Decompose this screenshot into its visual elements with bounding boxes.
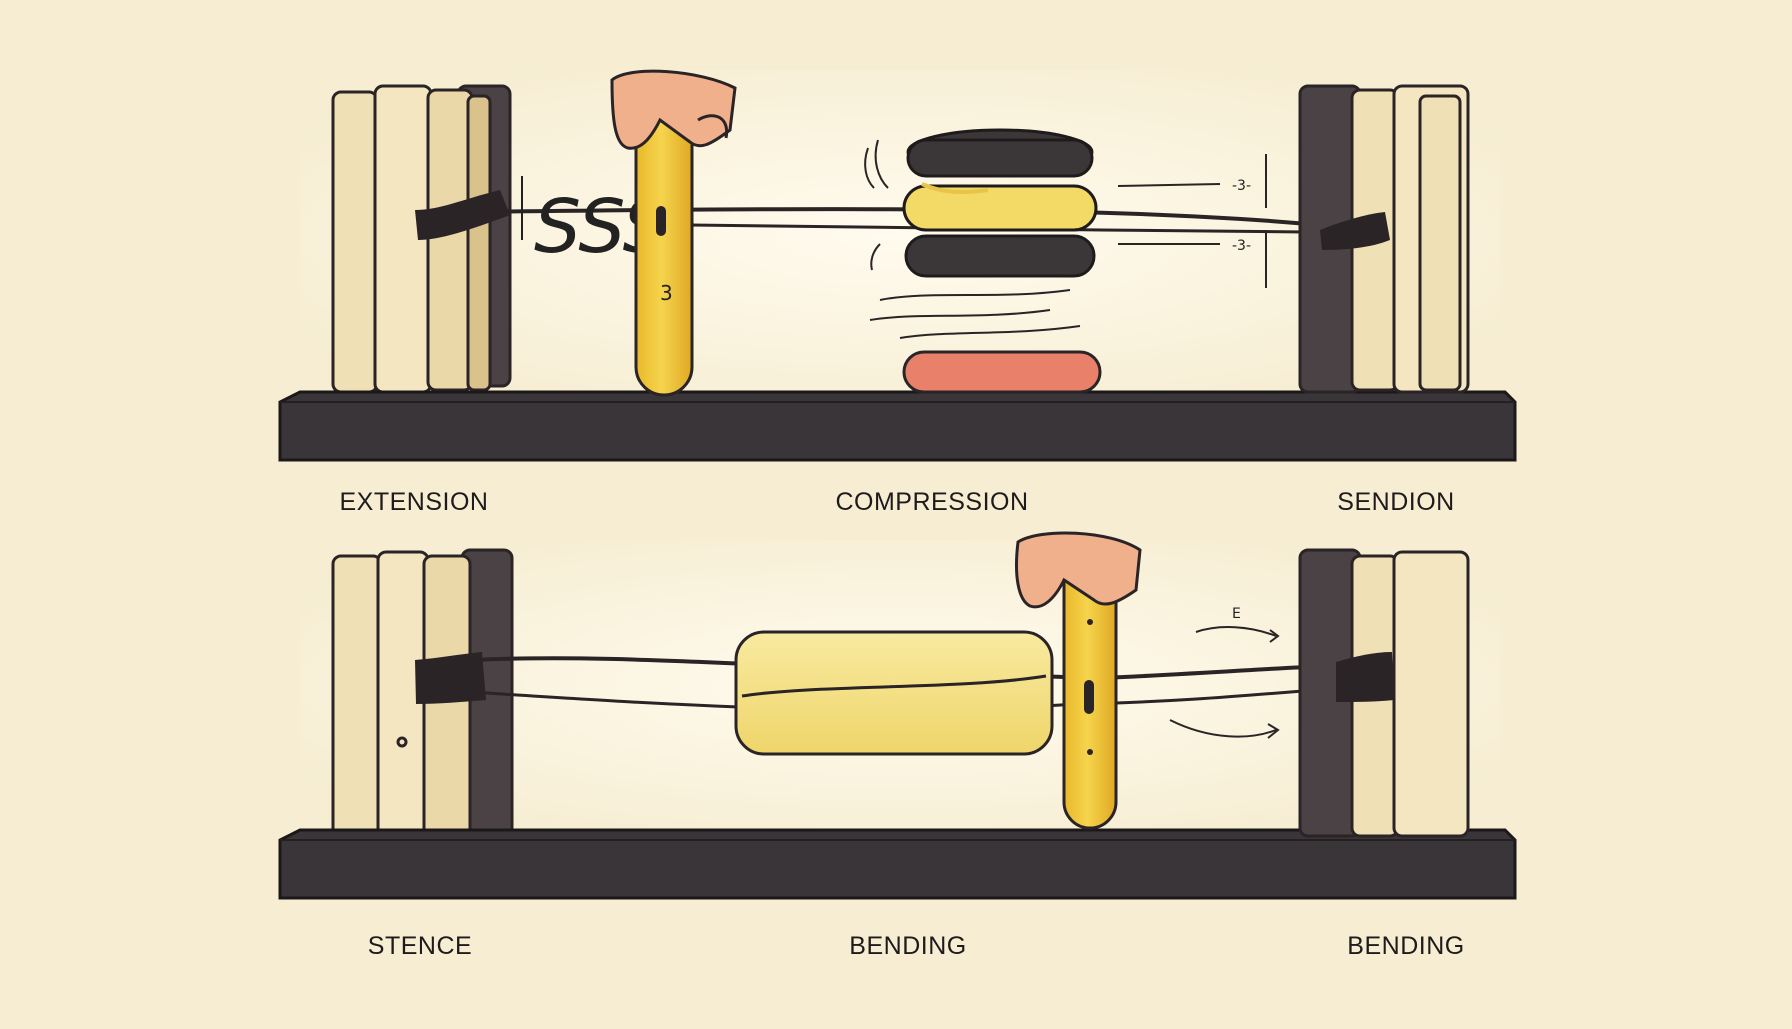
hand-top — [610, 69, 737, 150]
arrow-text-1: -3- — [1232, 178, 1251, 194]
hand-bottom — [1015, 531, 1142, 609]
handle-number: 3 — [660, 281, 673, 305]
left-strap — [415, 190, 510, 240]
right-strap — [1320, 212, 1390, 250]
label-bending-middle: BENDING — [849, 932, 967, 960]
label-extension: EXTENSION — [339, 488, 489, 516]
sponge-block — [734, 630, 1054, 756]
arrow-text-2: -3- — [1232, 238, 1251, 254]
label-compression: COMPRESSION — [835, 488, 1029, 516]
right-strap-2 — [1336, 652, 1394, 702]
label-bending-right: BENDING — [1347, 932, 1465, 960]
compression-stack — [902, 128, 1098, 278]
right-arrows-top — [1117, 154, 1267, 288]
right-arrows-bottom — [1169, 626, 1280, 739]
arrow-text-3: E — [1232, 606, 1241, 622]
yellow-handle-top: 3 — [634, 108, 694, 397]
motion-lines — [864, 139, 1081, 339]
base-board-top — [278, 390, 1517, 462]
panel-bottom: E — [278, 531, 1517, 900]
yellow-handle-bottom — [1062, 554, 1118, 830]
right-wood-block-2 — [1298, 548, 1470, 838]
red-disc — [902, 350, 1102, 394]
label-sendion: SENDION — [1337, 488, 1455, 516]
base-board-bottom — [278, 828, 1517, 900]
panel-top: SSS 3 — [278, 69, 1517, 462]
label-stence: STENCE — [367, 932, 473, 960]
